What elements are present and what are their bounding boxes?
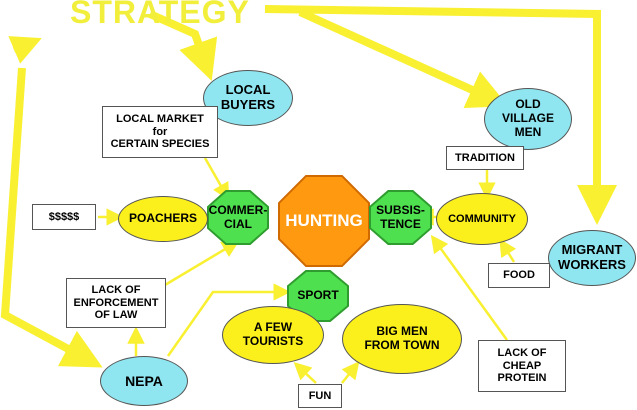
fun-box: FUN xyxy=(298,384,342,408)
hunting-node: HUNTING xyxy=(278,175,370,267)
diagram-title: STRATEGY xyxy=(70,0,250,30)
commercial-node: COMMER- CIAL xyxy=(207,190,269,245)
migrant-workers-node: MIGRANT WORKERS xyxy=(548,230,636,286)
arrow-strategy-to-local-buyers xyxy=(148,10,218,81)
local-market-box: LOCAL MARKET for CERTAIN SPECIES xyxy=(102,106,218,158)
a-few-tourists-node: A FEW TOURISTS xyxy=(222,306,324,364)
arrow-fun-to-tourists xyxy=(293,362,317,384)
arrow-strategy-to-old-village-men xyxy=(298,8,509,108)
arrow-strategy-to-migrant-workers xyxy=(264,5,617,225)
arrow-food-to-community xyxy=(499,238,517,263)
arrow-fun-to-big-men xyxy=(341,361,360,384)
money-box: $$$$$ xyxy=(32,204,96,230)
arrow-nepa-to-sport xyxy=(166,283,291,357)
arrow-market-to-commercial xyxy=(203,157,230,201)
lack-of-cheap-protein-box: LACK OF CHEAP PROTEIN xyxy=(478,340,566,392)
sport-label: SPORT xyxy=(297,288,339,303)
commercial-label: COMMER- CIAL xyxy=(208,202,268,231)
subsistence-node: SUBSIS- TENCE xyxy=(369,190,432,245)
hunting-label: HUNTING xyxy=(285,211,363,231)
arrow-left-mark xyxy=(8,36,42,64)
food-box: FOOD xyxy=(488,263,550,288)
old-village-men-node: OLD VILLAGE MEN xyxy=(484,88,572,150)
tradition-box: TRADITION xyxy=(446,146,524,170)
arrow-enforcement-to-commercial xyxy=(164,240,240,287)
subsistence-label: SUBSIS- TENCE xyxy=(376,202,425,231)
big-men-node: BIG MEN FROM TOWN xyxy=(342,304,462,374)
arrow-strategy-to-nepa xyxy=(0,67,103,368)
lack-of-enforcement-box: LACK OF ENFORCEMENT OF LAW xyxy=(66,278,166,328)
nepa-node: NEPA xyxy=(100,356,188,406)
community-node: COMMUNITY xyxy=(436,193,528,245)
local-buyers-node: LOCAL BUYERS xyxy=(203,70,293,126)
poachers-node: POACHERS xyxy=(118,196,208,242)
arrow-protein-to-subsistence xyxy=(430,234,509,341)
